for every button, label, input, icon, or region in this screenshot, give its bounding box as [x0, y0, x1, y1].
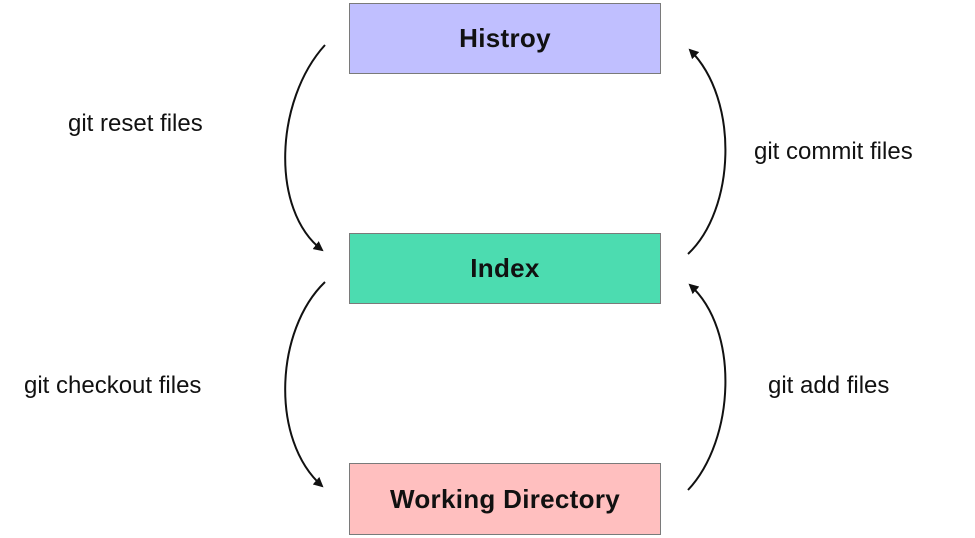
arrow-commit — [687, 48, 727, 255]
git-commit-label: git commit files — [754, 138, 913, 165]
history-box-label: Histroy — [459, 23, 551, 53]
index-box: Index — [349, 233, 661, 304]
working-directory-box: Working Directory — [349, 463, 661, 535]
working-directory-box-label: Working Directory — [390, 483, 620, 514]
git-reset-label: git reset files — [68, 110, 203, 137]
git-checkout-label: git checkout files — [24, 372, 202, 399]
history-box: Histroy — [349, 3, 661, 74]
arrow-add — [687, 283, 727, 491]
index-box-label: Index — [470, 253, 540, 283]
arrow-reset — [284, 44, 326, 252]
arrow-checkout — [284, 281, 326, 488]
git-add-label: git add files — [768, 372, 890, 399]
